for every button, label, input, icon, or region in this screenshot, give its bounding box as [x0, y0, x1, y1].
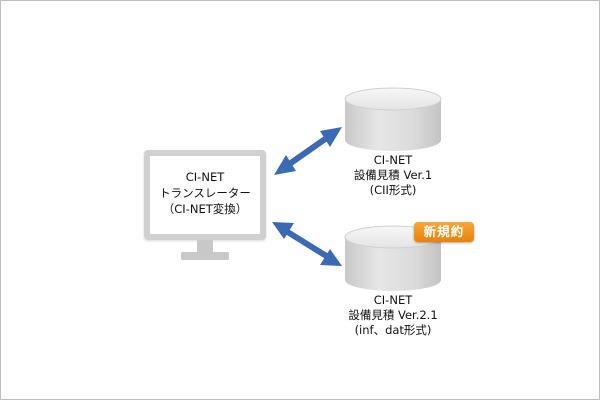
translator-label: CI-NET トランスレーター （CI-NET変換）: [149, 169, 261, 217]
database-v2-line3: (inf、dat形式): [354, 323, 432, 337]
translator-line2: トランスレーター: [159, 186, 251, 200]
computer-monitor-icon: [144, 150, 266, 260]
database-v2-label: CI-NET 設備見積 Ver.2.1 (inf、dat形式): [323, 293, 463, 338]
database-v2-icon: [344, 225, 442, 291]
database-v1-icon: [344, 87, 442, 151]
database-v1-line1: CI-NET: [373, 153, 413, 167]
database-v2-line1: CI-NET: [373, 293, 413, 307]
translator-line3: （CI-NET変換）: [162, 202, 248, 216]
database-v1-label: CI-NET 設備見積 Ver.1 (CII形式): [323, 153, 463, 198]
translator-line1: CI-NET: [185, 170, 225, 184]
database-v1-line2: 設備見積 Ver.1: [353, 168, 433, 182]
double-arrow-lower: [272, 222, 342, 266]
database-v1-line3: (CII形式): [369, 183, 417, 197]
database-v2-line2: 設備見積 Ver.2.1: [348, 308, 438, 322]
double-arrow-upper: [274, 127, 342, 175]
new-spec-badge: 新規約: [414, 222, 474, 242]
